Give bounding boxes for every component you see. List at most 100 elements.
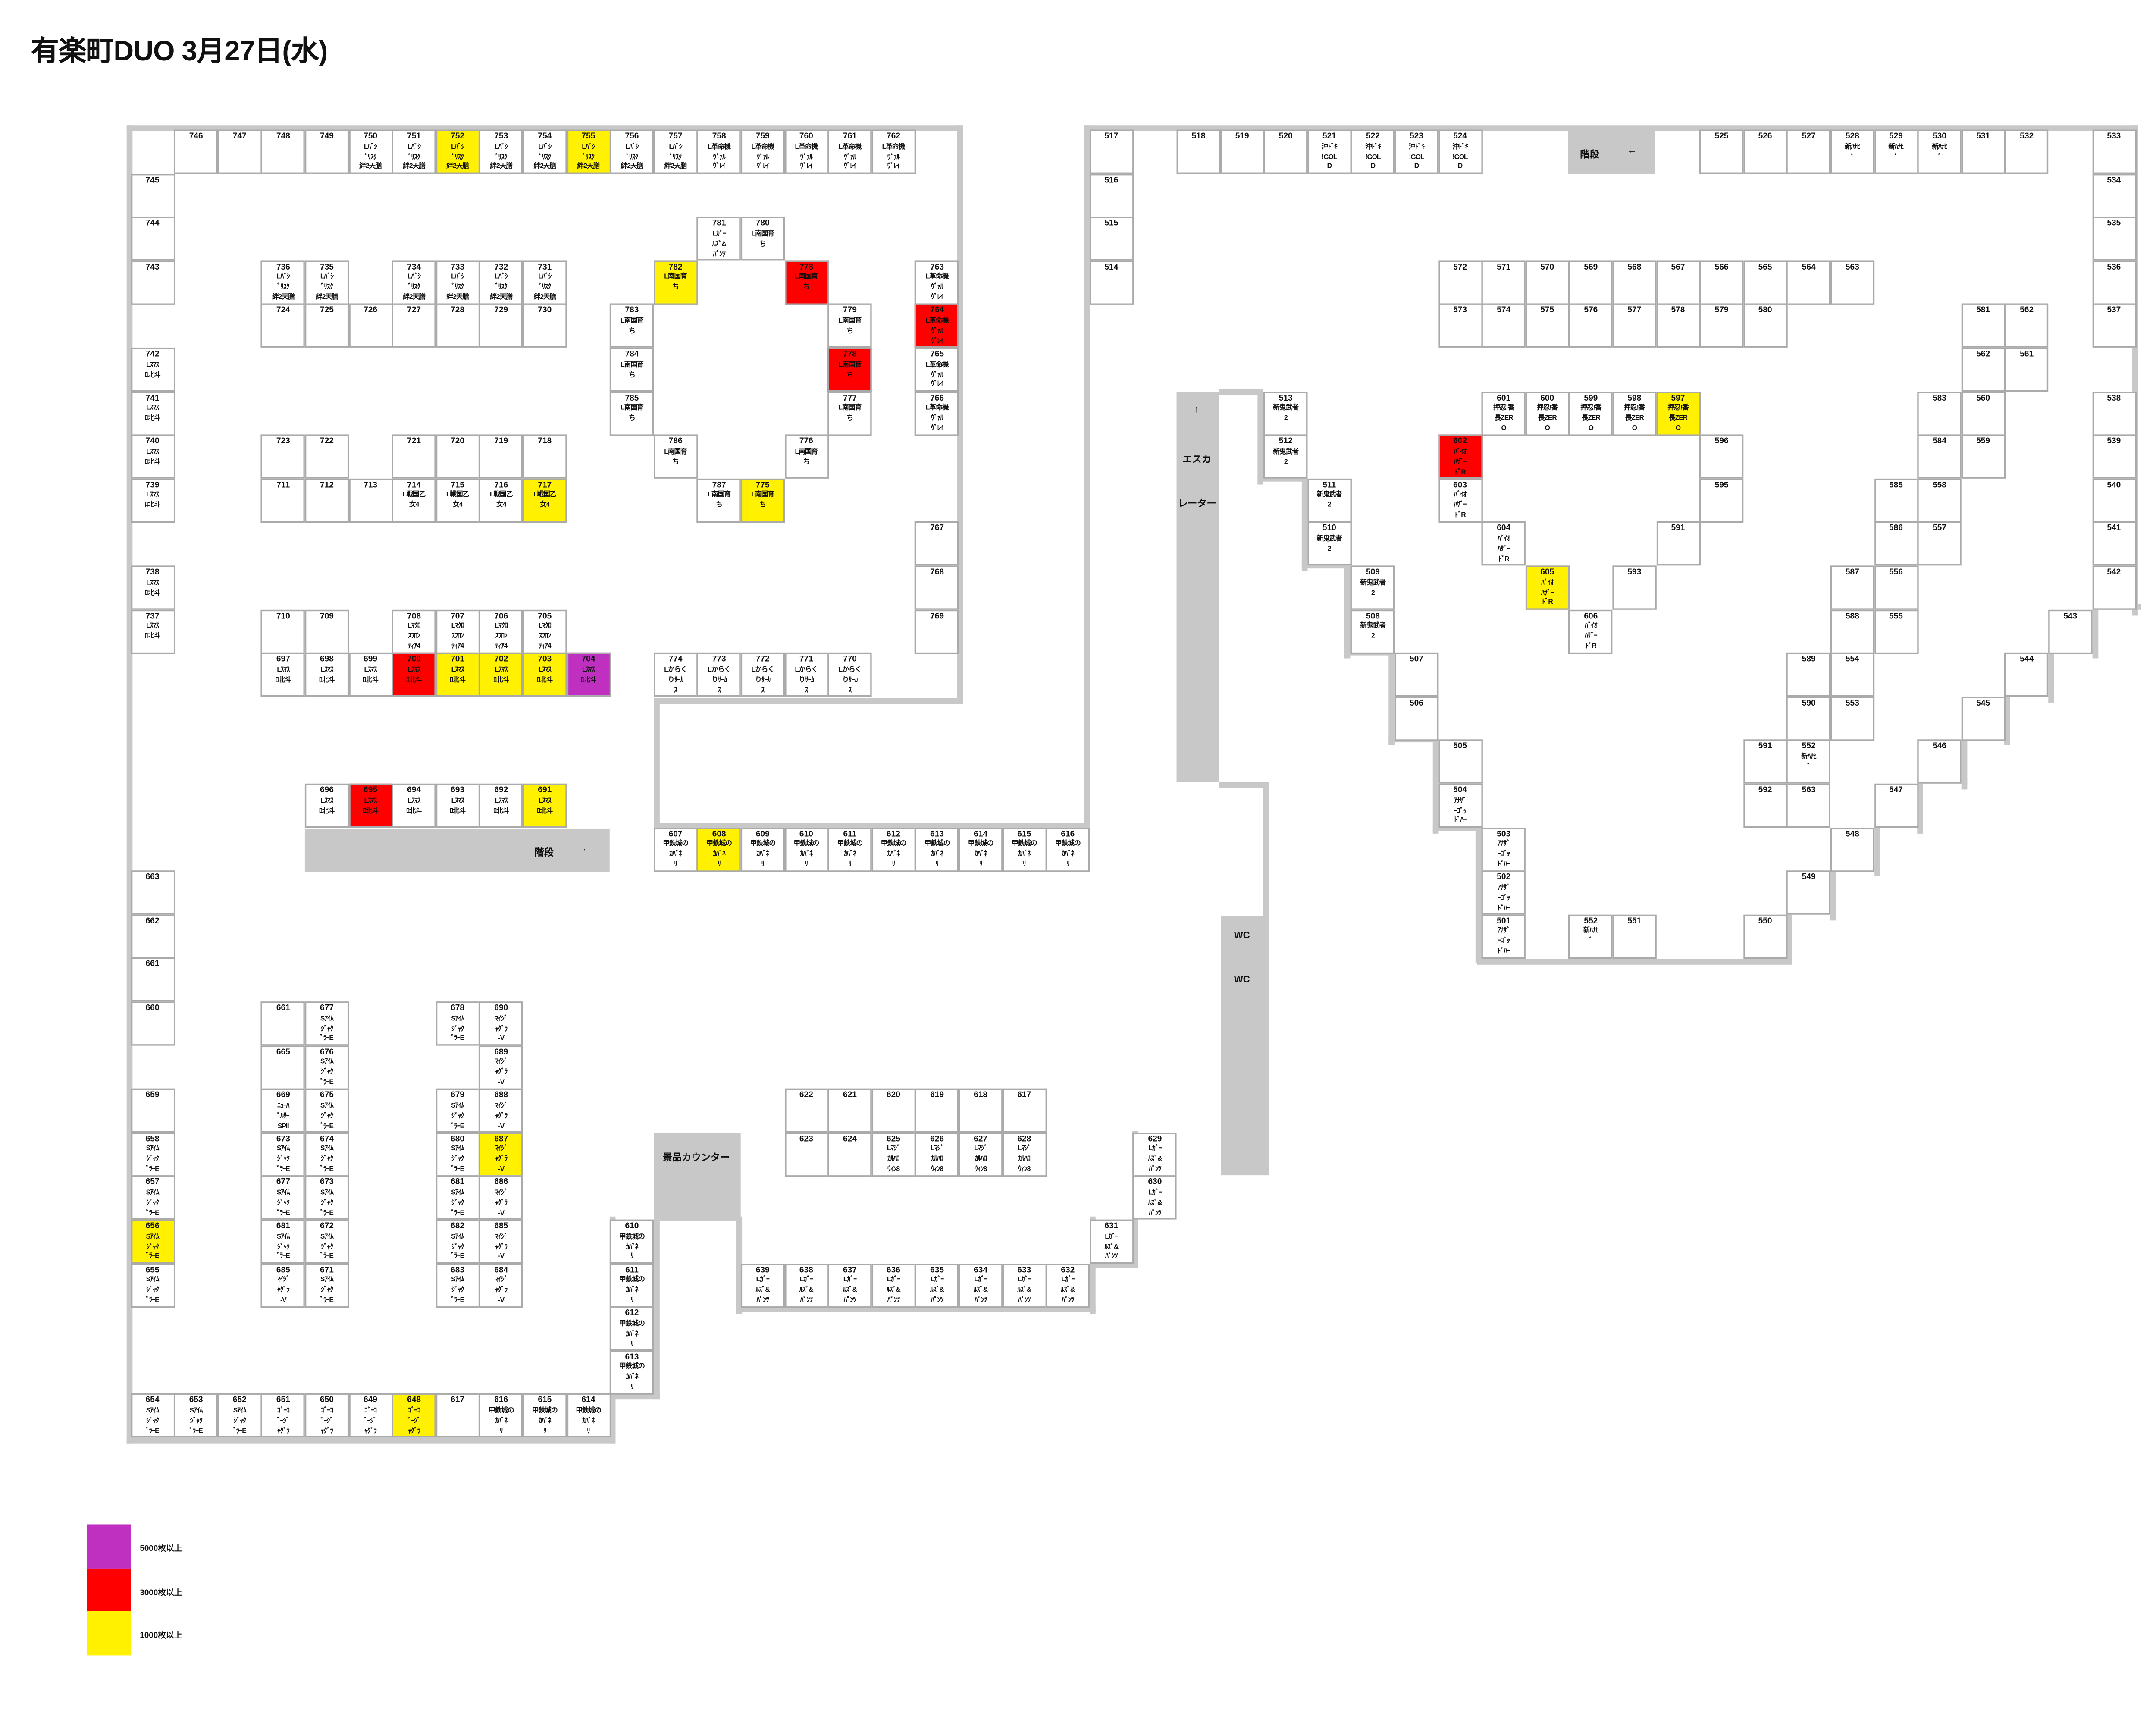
seat-number: 605: [1540, 568, 1554, 577]
seat-569: 569: [1568, 260, 1613, 305]
machine-name-line: 絆2天膳: [316, 293, 338, 301]
seat-number: 581: [1976, 307, 1990, 316]
machine-name-line: Sｱｲﾑ: [320, 1145, 334, 1152]
seat-number: 710: [276, 612, 290, 621]
machine-name-line: りｻｰｶ: [799, 675, 814, 683]
seat-617: 617: [1002, 1089, 1047, 1133]
wall-segment: [1917, 778, 1924, 833]
machine-name-line: L南国育: [708, 491, 731, 499]
arrow-left-icon: ←: [1627, 146, 1637, 156]
seat-number: 577: [1627, 307, 1642, 316]
machine-name-line: 甲鉄城の: [619, 1232, 645, 1240]
machine-name-line: L南国育: [838, 360, 862, 368]
machine-name-line: Lｽﾏｽ: [495, 665, 508, 673]
machine-name-line: 甲鉄城の: [750, 840, 776, 847]
seat-number: 545: [1976, 699, 1990, 708]
seat-number: 765: [930, 350, 944, 360]
machine-name-line: 甲鉄城の: [1011, 840, 1037, 847]
machine-name-line: りｻｰｶ: [755, 675, 771, 683]
machine-name-line: ﾞﾗｰE: [320, 1165, 334, 1173]
seat-648: 648ｺﾞｰｺﾞｰｼﾞｬｸﾞﾗ: [392, 1393, 436, 1438]
machine-name-line: Lｽﾏｽ: [364, 665, 377, 673]
machine-name-line: 長ZER: [1581, 414, 1601, 421]
seat-624: 624: [827, 1132, 872, 1177]
seat-number: 770: [843, 656, 857, 665]
seat-505: 505: [1438, 740, 1482, 785]
wall-segment: [1786, 908, 1793, 964]
machine-name-line: L南国育: [620, 404, 644, 411]
seat-number: 772: [755, 656, 770, 665]
seat-number: 734: [407, 263, 421, 273]
seat-587: 587: [1830, 565, 1875, 610]
machine-name-line: ﾞﾗｰE: [146, 1427, 160, 1434]
machine-name-line: ﾞﾘｽｸ: [451, 283, 464, 291]
machine-name-line: ｶﾊﾞﾈ: [669, 850, 682, 857]
machine-name-line: ｱﾅｻﾞ: [1497, 927, 1510, 935]
seat-651: 651ｺﾞｰｺﾞｰｼﾞｬｸﾞﾗ: [261, 1393, 306, 1438]
seat-number: 760: [799, 132, 813, 141]
machine-name-line: ｬｸﾞﾗ: [495, 1068, 508, 1076]
seat-669: 669ﾆｭｰﾊﾟﾙｻｰSPII: [261, 1089, 306, 1133]
machine-name-line: ｽ: [674, 685, 677, 694]
seat-747: 747: [217, 129, 262, 174]
machine-name-line: Sｱｲﾑ: [320, 1058, 334, 1065]
seat-number: 690: [494, 1004, 508, 1014]
seat-number: 511: [1322, 481, 1336, 490]
seat-number: 712: [320, 481, 334, 490]
seat-622: 622: [784, 1089, 829, 1133]
machine-name-line: ﾃｨｱ4: [495, 642, 508, 650]
seat-534: 534: [2091, 173, 2136, 218]
seat-number: 689: [494, 1048, 508, 1057]
machine-name-line: ﾄﾞR: [1498, 555, 1510, 562]
seat-number: 636: [887, 1266, 900, 1275]
machine-name-line: ﾞﾗｰE: [146, 1165, 160, 1173]
seat-number: 520: [1279, 132, 1293, 141]
seat-727: 727: [392, 304, 436, 348]
machine-name-line: ｶﾊﾞﾈ: [713, 850, 725, 857]
wall-segment: [1301, 478, 1307, 571]
machine-name-line: Lｶﾞｰ: [1105, 1232, 1118, 1240]
machine-name-line: Lﾊﾞｼ: [407, 273, 421, 281]
machine-name-line: ﾞﾗｰE: [276, 1252, 290, 1260]
machine-name-line: Lﾏｸﾛ: [451, 621, 464, 629]
seat-531: 531: [1961, 129, 2006, 174]
machine-name-line: 沖ﾄﾞｷ: [1408, 142, 1425, 150]
machine-name-line: ｼﾞｬｸ: [146, 1286, 159, 1293]
machine-name-line: Sｱｲﾑ: [320, 1275, 334, 1284]
machine-name-line: ﾙｽﾞ&: [887, 1286, 901, 1293]
machine-name-line: りｻｰｶ: [711, 675, 727, 683]
machine-name-line: 甲鉄城の: [837, 840, 863, 847]
machine-name-line: ﾘ: [935, 860, 939, 868]
machine-name-line: -V: [498, 1165, 505, 1173]
seat-665: 665: [261, 1045, 306, 1089]
seat-number: 550: [1758, 917, 1772, 926]
seat-749: 749: [304, 129, 349, 174]
machine-name-line: 絆2天膳: [446, 293, 469, 301]
seat-683: 683SｱｲﾑｼﾞｬｸﾞﾗｰE: [435, 1263, 480, 1308]
seat-number: 603: [1453, 481, 1467, 490]
machine-name-line: ﾞﾗｰE: [320, 1296, 334, 1304]
machine-name-line: ｶﾊﾞﾈ: [931, 850, 943, 857]
seat-number: 517: [1104, 132, 1119, 141]
machine-name-line: ｶﾊﾞﾈ: [974, 850, 987, 857]
machine-name-line: ﾞﾗｰE: [189, 1427, 203, 1434]
machine-name-line: 甲鉄城の: [619, 1363, 645, 1371]
seat-750: 750Lﾊﾞｼﾞﾘｽｸ絆2天膳: [348, 129, 393, 174]
seat-578: 578: [1656, 304, 1700, 348]
seat-number: 759: [755, 132, 770, 141]
machine-name-line: ﾙｽﾞ&: [1148, 1199, 1163, 1206]
machine-name-line: ｼﾞｬｸ: [146, 1242, 159, 1250]
seat-number: 612: [887, 830, 900, 839]
machine-name-line: ﾞﾗｰE: [146, 1252, 160, 1260]
seat-number: 606: [1584, 612, 1598, 621]
